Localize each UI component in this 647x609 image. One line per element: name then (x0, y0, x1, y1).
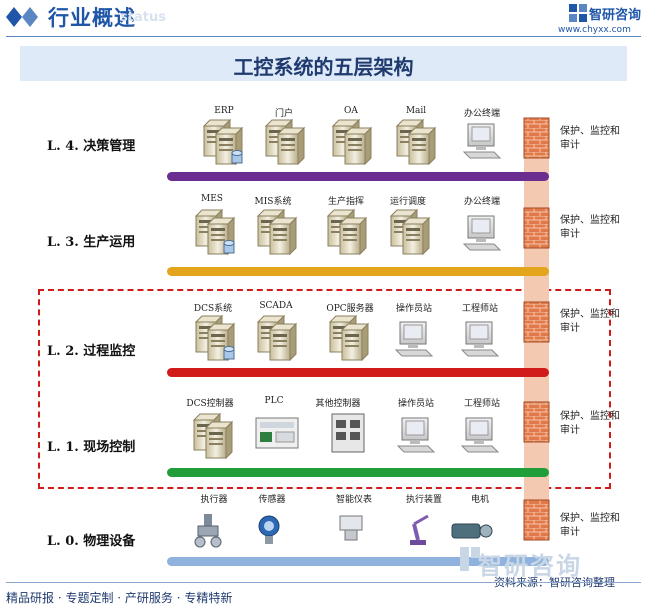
bus-l0 (167, 557, 549, 566)
header-divider (6, 36, 641, 37)
security-label: 保护、监控和审计 (560, 411, 620, 436)
security-label: 保护、监控和审计 (560, 126, 620, 151)
server-icon (257, 209, 297, 255)
server-icon (265, 119, 305, 165)
robot-arm-icon (410, 514, 429, 545)
firewall-icon (523, 499, 550, 541)
node-label: 智能仪表 (335, 495, 372, 505)
security-label: 保护、监控和审计 (560, 215, 620, 240)
actuator-valve-icon (194, 514, 222, 548)
security-label: 保护、监控和审计 (560, 309, 620, 334)
server-icon (396, 119, 436, 165)
workstation-icon (463, 215, 501, 251)
node-label: 电机 (470, 495, 489, 505)
node-label: ERP (214, 106, 234, 116)
smart-meter-icon (339, 515, 363, 541)
server-icon (195, 315, 235, 361)
sensor-icon (258, 515, 280, 544)
title-banner (20, 46, 627, 81)
node-label: 操作员站 (397, 399, 434, 409)
node-label: SCADA (259, 301, 293, 311)
watermark-logo-icon (460, 547, 480, 571)
node-label: 执行装置 (405, 495, 442, 505)
level-label-l4: L. 4. 决策管理 (47, 139, 136, 154)
bus-l2 (167, 368, 549, 377)
server-icon (195, 209, 235, 255)
level-label-l1: L. 1. 现场控制 (47, 440, 136, 455)
workstation-icon (463, 123, 501, 159)
workstation-icon (395, 321, 433, 357)
level-label-l2: L. 2. 过程监控 (47, 344, 136, 359)
brand-logo-icon (569, 4, 587, 22)
workstation-icon (461, 321, 499, 357)
node-label: OPC服务器 (326, 304, 374, 314)
workstation-icon (397, 417, 435, 453)
highlight-dashed-box (38, 289, 611, 489)
server-icon (329, 315, 369, 361)
node-label: 工程师站 (461, 304, 498, 314)
controller-icon (193, 413, 233, 459)
node-label: OA (344, 106, 358, 116)
firewall-icon (523, 207, 550, 249)
security-label: 保护、监控和审计 (560, 513, 620, 538)
plc-icon (255, 417, 299, 449)
node-label: DCS控制器 (186, 399, 234, 409)
bus-l1 (167, 468, 549, 477)
workstation-icon (461, 417, 499, 453)
node-label: 办公终端 (463, 197, 500, 207)
node-label: 办公终端 (463, 109, 500, 119)
motor-icon (451, 523, 493, 539)
server-icon (332, 119, 372, 165)
bus-l4 (167, 172, 549, 181)
bus-l3 (167, 267, 549, 276)
node-label: 门户 (274, 109, 293, 119)
watermark-brand: 智研咨询 (478, 552, 582, 580)
server-icon (203, 119, 243, 165)
server-icon (390, 209, 430, 255)
footer-tags: 精品研报 · 专题定制 · 产研服务 · 专精特新 (6, 591, 233, 605)
level-label-l3: L. 3. 生产运用 (47, 235, 136, 250)
controller-cabinet-icon (331, 413, 365, 453)
node-label: 工程师站 (463, 399, 500, 409)
firewall-icon (523, 401, 550, 443)
node-label: MES (201, 194, 223, 204)
node-label: 执行器 (200, 495, 228, 505)
node-label: DCS系统 (193, 304, 233, 314)
node-label: 其他控制器 (315, 399, 361, 409)
diagram-title: 工控系统的五层架构 (233, 55, 414, 79)
server-icon (327, 209, 367, 255)
firewall-icon (523, 301, 550, 343)
server-icon (257, 315, 297, 361)
brand-url[interactable]: www.chyxx.com (558, 25, 631, 35)
node-label: 生产指挥 (327, 197, 364, 207)
node-label: 操作员站 (395, 304, 432, 314)
level-label-l0: L. 0. 物理设备 (47, 534, 136, 549)
node-label: Mail (405, 106, 427, 116)
firewall-icon (523, 117, 550, 159)
node-label: 运行调度 (389, 197, 426, 207)
node-label: MIS系统 (254, 197, 292, 207)
footer-divider (6, 582, 641, 583)
node-label: PLC (264, 396, 284, 406)
brand-name: 智研咨询 (589, 8, 642, 23)
node-label: 传感器 (258, 495, 286, 505)
header-watermark: status (120, 10, 166, 25)
header-diamond-icon (6, 7, 38, 27)
section-title: 行业概述 (48, 6, 136, 30)
